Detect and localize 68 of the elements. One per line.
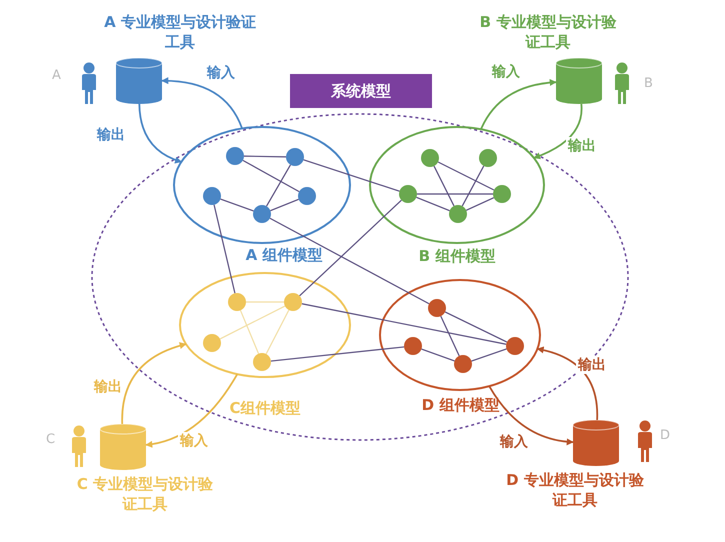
title-text: B 组件模型 bbox=[418, 246, 496, 266]
title-text: D 组件模型 bbox=[420, 395, 500, 415]
connector-line bbox=[471, 348, 507, 362]
connector-line bbox=[416, 196, 450, 212]
arrow bbox=[480, 79, 557, 130]
node-dot bbox=[428, 299, 446, 317]
connector-line bbox=[302, 303, 506, 345]
arrow bbox=[161, 77, 243, 129]
connector-line bbox=[438, 161, 494, 191]
connector-line bbox=[240, 310, 260, 354]
title-text: C组件模型 bbox=[228, 398, 302, 418]
title-text: C 专业模型与设计验证工具 bbox=[76, 474, 214, 514]
connector-line bbox=[270, 218, 430, 304]
connector-line bbox=[299, 200, 402, 296]
node-dot bbox=[253, 353, 271, 371]
title-text: A 专业模型与设计验证工具 bbox=[103, 12, 257, 52]
connector-line bbox=[266, 164, 291, 207]
title-text: A 组件模型 bbox=[244, 245, 324, 265]
node-dot bbox=[479, 149, 497, 167]
title-text: D 专业模型与设计验证工具 bbox=[505, 470, 645, 510]
arrow bbox=[121, 342, 187, 424]
connector-line bbox=[246, 301, 284, 303]
connector-line bbox=[270, 346, 404, 362]
node-dot bbox=[284, 293, 302, 311]
title-text: B 专业模型与设计验证工具 bbox=[478, 12, 618, 52]
arrow bbox=[533, 104, 582, 159]
edge-label: 输入 bbox=[498, 433, 530, 451]
person-label: B bbox=[644, 76, 653, 91]
node-dot bbox=[454, 355, 472, 373]
title-label: 系统模型 bbox=[290, 74, 432, 108]
edge-label: 输入 bbox=[178, 432, 210, 450]
connector-line bbox=[244, 156, 286, 158]
edge-label: 输入 bbox=[205, 64, 237, 82]
node-dot bbox=[298, 187, 316, 205]
connector-line bbox=[440, 316, 460, 356]
person-label: C bbox=[46, 432, 56, 447]
node-dot bbox=[203, 187, 221, 205]
connector-line bbox=[220, 198, 254, 212]
node-dot bbox=[286, 148, 304, 166]
connector-line bbox=[433, 166, 455, 206]
node-dot bbox=[421, 149, 439, 167]
connector-line bbox=[444, 311, 508, 343]
connector-line bbox=[270, 198, 299, 212]
node-dot bbox=[203, 334, 221, 352]
connector-line bbox=[466, 197, 494, 211]
node-dot bbox=[226, 147, 244, 165]
arrow bbox=[536, 346, 598, 420]
arrow bbox=[145, 374, 238, 448]
person-label: A bbox=[52, 68, 61, 83]
node-dot bbox=[404, 337, 422, 355]
connector-line bbox=[417, 193, 493, 195]
connector-line bbox=[303, 159, 400, 192]
node-dot bbox=[493, 185, 511, 203]
node-dot bbox=[449, 205, 467, 223]
arrow bbox=[488, 386, 574, 446]
node-dot bbox=[399, 185, 417, 203]
connector-line bbox=[242, 160, 300, 192]
arrow bbox=[138, 104, 182, 164]
node-dot bbox=[506, 337, 524, 355]
edge-label: 输入 bbox=[490, 63, 522, 81]
connector-line bbox=[421, 348, 455, 362]
connector-line bbox=[266, 310, 290, 354]
connector-line bbox=[220, 306, 286, 340]
connector-line bbox=[213, 204, 236, 294]
node-dot bbox=[228, 293, 246, 311]
node-dot bbox=[253, 205, 271, 223]
person-label: D bbox=[660, 428, 670, 443]
connector-line bbox=[462, 166, 484, 206]
